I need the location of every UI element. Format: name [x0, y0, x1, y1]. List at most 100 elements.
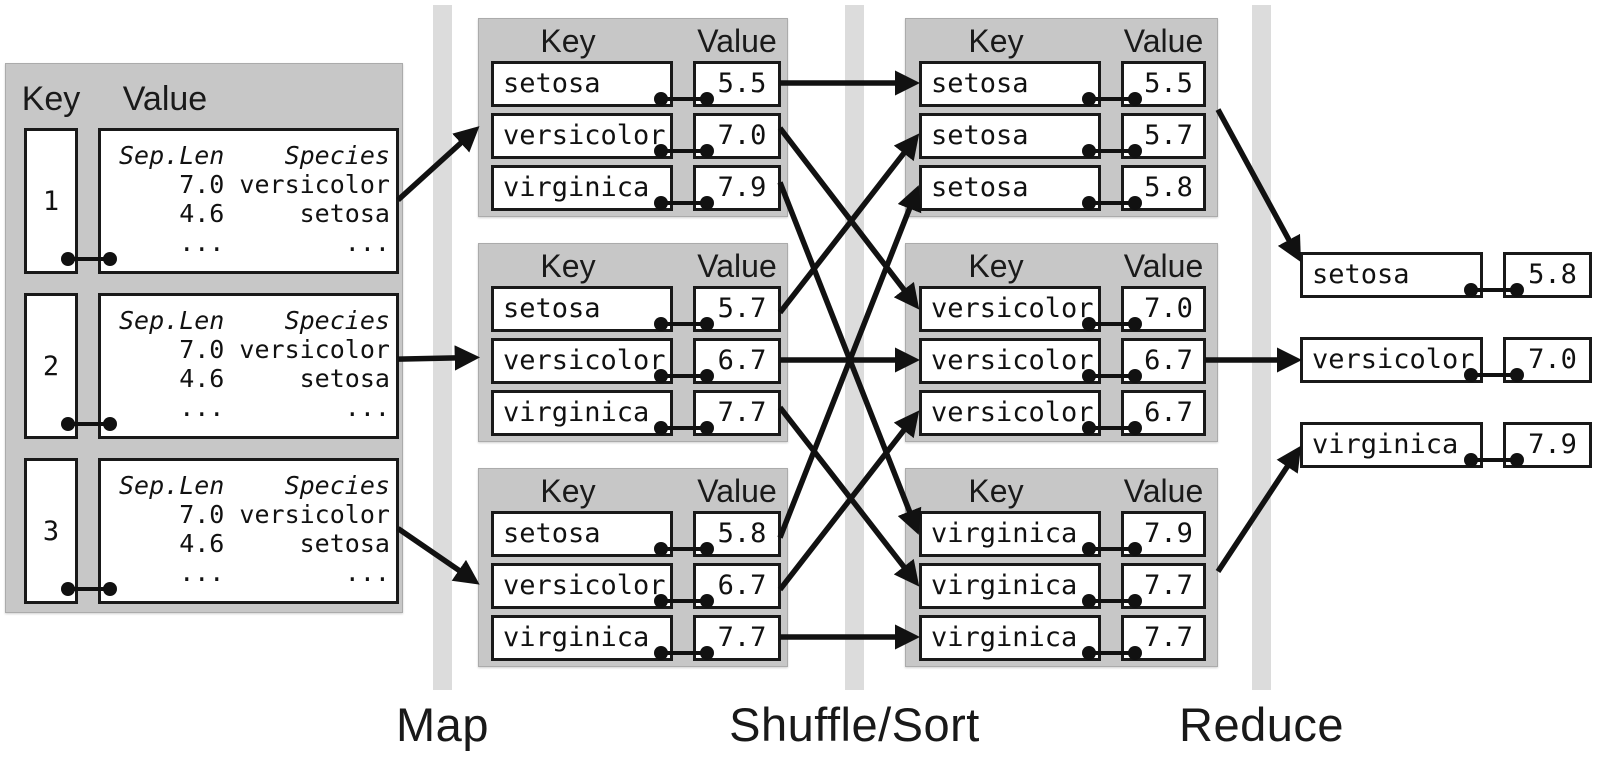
- connector-dot: [700, 421, 714, 435]
- connector-dot: [103, 582, 117, 596]
- pair-key-box: virginica: [919, 615, 1101, 661]
- column-header-key: Key: [968, 473, 1024, 509]
- connector-dot: [1128, 196, 1142, 210]
- connector-dot: [1082, 196, 1096, 210]
- pair-value: 5.5: [1144, 68, 1193, 99]
- pair-value-box: 5.5: [693, 61, 781, 107]
- stage-label-reduce: Reduce: [1179, 698, 1344, 751]
- reduce-key: virginica: [1312, 429, 1459, 460]
- connector-dot: [103, 417, 117, 431]
- connector-dot: [654, 92, 668, 106]
- pair-value: 7.9: [1144, 518, 1193, 549]
- pair-key-box: virginica: [491, 390, 673, 436]
- connector-dot: [700, 542, 714, 556]
- pair-value: 7.7: [1144, 570, 1193, 601]
- pair-value: 5.7: [717, 293, 767, 324]
- connector-dot: [654, 646, 668, 660]
- record-key-box: 2: [24, 293, 78, 439]
- pair-key-box: versicolor: [491, 338, 673, 384]
- connector-dot: [1464, 283, 1478, 297]
- connector-dot: [1510, 283, 1524, 297]
- pair-value: 5.8: [717, 518, 767, 549]
- record-value-box: Sep.Len Species 7.0 versicolor 4.6 setos…: [98, 128, 399, 274]
- connector-dot: [1464, 368, 1478, 382]
- column-header-value: Value: [697, 23, 777, 59]
- pair-key-box: virginica: [919, 563, 1101, 609]
- pair-value-box: 6.7: [1121, 338, 1206, 384]
- connector-dot: [1128, 646, 1142, 660]
- pair-key: versicolor: [931, 345, 1094, 376]
- record-table-line: Sep.Len Species: [119, 471, 390, 500]
- connector-dot: [61, 582, 75, 596]
- pair-value: 7.0: [717, 120, 767, 151]
- column-header-value: Value: [697, 248, 777, 284]
- connector-dot: [700, 646, 714, 660]
- record-table-line: ... ...: [119, 558, 390, 587]
- pair-key-box: versicolor: [919, 390, 1101, 436]
- key-value-connector: [1082, 92, 1142, 106]
- key-value-connector: [654, 317, 714, 331]
- pair-key-box: virginica: [491, 165, 673, 211]
- pair-key-box: versicolor: [919, 338, 1101, 384]
- connector-dot: [1128, 542, 1142, 556]
- pair-value: 5.8: [1144, 172, 1193, 203]
- pair-key: versicolor: [931, 397, 1094, 428]
- connector-dot: [1082, 369, 1096, 383]
- pair-key-box: setosa: [919, 113, 1101, 159]
- pair-value-box: 7.7: [693, 615, 781, 661]
- key-value-connector: [1464, 368, 1524, 382]
- pair-key: setosa: [931, 68, 1029, 99]
- connector-dot: [1510, 368, 1524, 382]
- connector-dot: [1128, 594, 1142, 608]
- connector-dot: [654, 317, 668, 331]
- pair-value-box: 5.8: [1121, 165, 1206, 211]
- key-value-connector: [654, 369, 714, 383]
- connector-dot: [103, 252, 117, 266]
- pair-value: 6.7: [1144, 397, 1193, 428]
- reduce-key: versicolor: [1312, 344, 1475, 375]
- connector-dot: [1082, 92, 1096, 106]
- key-value-connector: [654, 594, 714, 608]
- pair-value-box: 7.7: [1121, 563, 1206, 609]
- column-header-key: Key: [540, 23, 596, 59]
- record-key-box: 3: [24, 458, 78, 604]
- pair-value: 7.7: [717, 397, 767, 428]
- record-key: 1: [42, 185, 60, 217]
- pair-key: versicolor: [503, 570, 666, 601]
- record-table: Sep.Len Species 7.0 versicolor 4.6 setos…: [101, 131, 396, 257]
- stage-label-shuffle-sort: Shuffle/Sort: [729, 698, 980, 751]
- pair-value: 7.7: [717, 622, 767, 653]
- record-table-line: Sep.Len Species: [119, 306, 390, 335]
- column-header-key: Key: [540, 473, 596, 509]
- connector-dot: [700, 92, 714, 106]
- reduce-key: setosa: [1312, 259, 1410, 290]
- connector-dot: [654, 542, 668, 556]
- reduce-key-box: versicolor: [1300, 337, 1483, 383]
- record-table-line: 4.6 setosa: [119, 529, 390, 558]
- record-table-line: 4.6 setosa: [119, 199, 390, 228]
- connector-dot: [1510, 453, 1524, 467]
- reduce-value: 7.9: [1528, 429, 1577, 460]
- connector-dot: [1082, 646, 1096, 660]
- connector-dot: [61, 252, 75, 266]
- stage-divider: [433, 5, 452, 690]
- key-value-connector: [1082, 594, 1142, 608]
- pair-key: virginica: [931, 570, 1078, 601]
- column-header-value: Value: [1123, 23, 1204, 59]
- pair-key: virginica: [931, 518, 1078, 549]
- reduce-key-box: virginica: [1300, 422, 1483, 468]
- column-header-value: Value: [1123, 248, 1204, 284]
- pair-key-box: setosa: [919, 61, 1101, 107]
- key-value-connector: [654, 421, 714, 435]
- connector-dot: [654, 369, 668, 383]
- pair-key-box: versicolor: [491, 113, 673, 159]
- stage-divider: [845, 5, 864, 690]
- column-header-value: Value: [122, 80, 208, 118]
